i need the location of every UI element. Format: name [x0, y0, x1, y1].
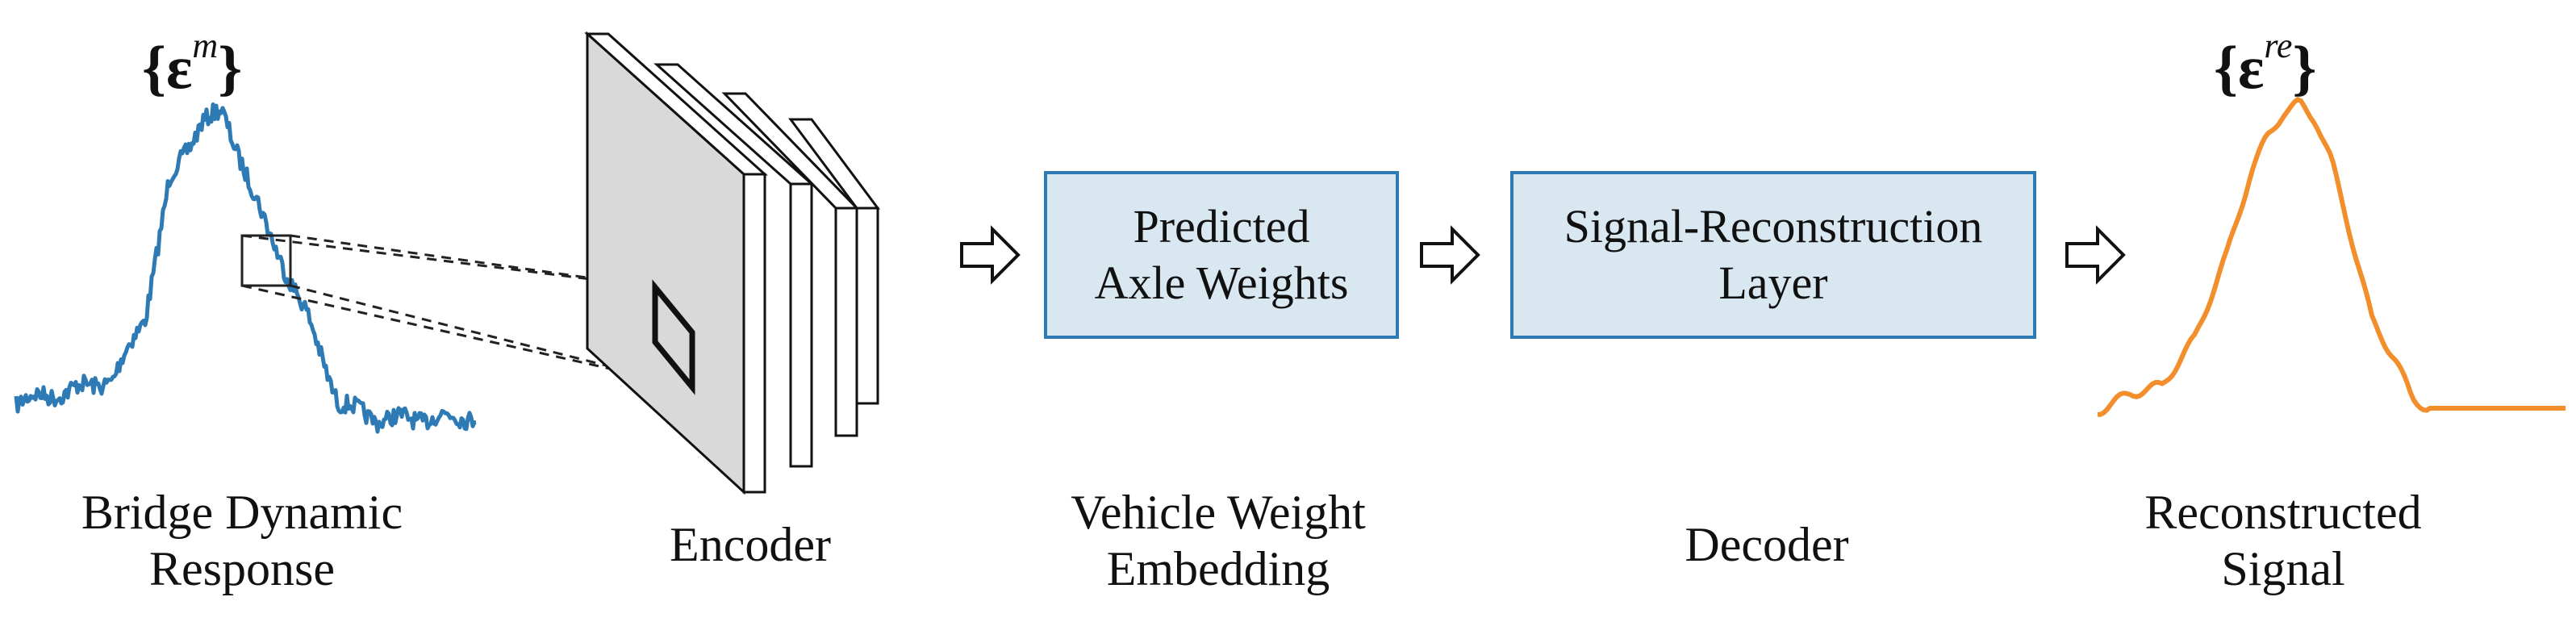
kernel-window	[652, 279, 695, 395]
signal-reconstruction-layer-box: Signal-Reconstruction Layer	[1510, 171, 2036, 339]
signal-reconstruction-line1: Signal-Reconstruction	[1564, 200, 1983, 253]
encoder-layer-4	[788, 118, 880, 405]
signal-reconstruction-line2: Layer	[1718, 257, 1828, 309]
input-window-box	[240, 234, 292, 287]
encoder-layer-1	[584, 31, 768, 495]
output-caption: Reconstructed Signal	[2144, 486, 2422, 595]
arrow-2	[1420, 225, 1480, 285]
arrow-1	[960, 225, 1021, 285]
decoder-caption: Decoder	[1685, 518, 1849, 571]
reconstructed-signal	[2097, 97, 2566, 417]
predicted-axle-weights-line2: Axle Weights	[1094, 257, 1349, 309]
predicted-axle-weights-box: Predicted Axle Weights	[1044, 171, 1399, 339]
arrow-3	[2065, 225, 2126, 285]
input-caption: Bridge Dynamic Response	[81, 486, 403, 595]
encoder-layer-2	[653, 63, 815, 468]
encoder-layers	[584, 31, 880, 495]
output-symbol: {εre}	[2214, 26, 2317, 102]
input-symbol: {εm}	[142, 26, 243, 102]
encoder-caption: Encoder	[670, 518, 831, 571]
bridge-response-signal	[14, 102, 477, 434]
predicted-axle-weights-line1: Predicted	[1133, 200, 1310, 253]
embedding-caption: Vehicle Weight Embedding	[1071, 486, 1366, 595]
encoder-layer-3	[721, 92, 860, 437]
flow-arrows	[960, 225, 2126, 285]
